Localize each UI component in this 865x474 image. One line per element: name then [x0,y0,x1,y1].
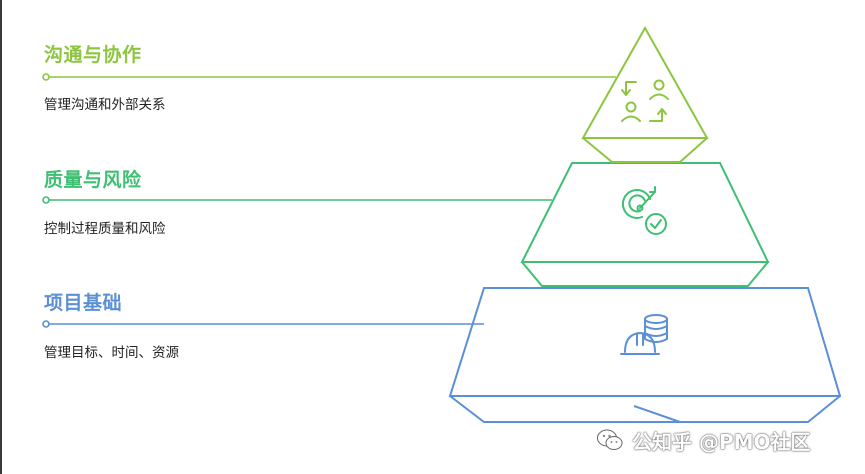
watermark: 公知乎 @PMO社区 [596,423,811,457]
layer-title-communication: 沟通与协作 [44,44,142,66]
layer-title-foundation: 项目基础 [44,292,123,314]
people-exchange-icon [621,79,669,122]
wechat-icon [597,429,623,450]
connector-top [42,73,616,81]
watermark-text: 公知乎 @PMO社区 [632,429,811,454]
pyramid-tier-middle [520,162,770,287]
connector-middle [42,196,552,204]
layer-description-quality: 控制过程质量和风险 [44,221,166,237]
helmet-database-icon [620,314,668,355]
layer-description-foundation: 管理目标、时间、资源 [44,345,179,361]
connector-bottom [42,320,484,328]
target-check-icon [621,186,667,235]
layer-description-communication: 管理沟通和外部关系 [44,97,166,113]
left-edge-border [0,0,2,474]
layer-title-quality: 质量与风险 [44,169,142,191]
pyramid-tier-top [581,25,709,163]
pyramid-tier-bottom [448,287,842,423]
